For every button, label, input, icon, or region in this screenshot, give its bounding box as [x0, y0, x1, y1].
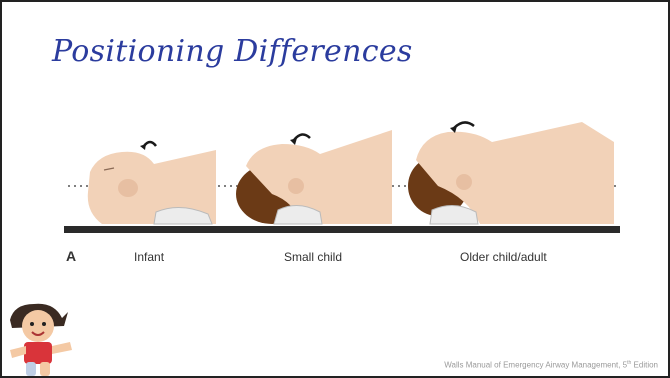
citation-edition: Edition [631, 361, 658, 370]
airway-positioning-figure [2, 102, 670, 272]
infant-figure [88, 142, 216, 224]
label-older-child-adult: Older child/adult [460, 250, 547, 264]
panel-letter: A [66, 248, 76, 264]
label-small-child: Small child [284, 250, 342, 264]
child-mascot-icon [4, 300, 82, 378]
slide-title: Positioning Differences [52, 34, 413, 69]
label-infant: Infant [134, 250, 164, 264]
small-child-figure [236, 130, 392, 224]
citation-text: Walls Manual of Emergency Airway Managem… [444, 361, 627, 370]
table-surface [64, 226, 620, 233]
older-adult-figure [408, 122, 614, 224]
citation: Walls Manual of Emergency Airway Managem… [444, 360, 658, 370]
